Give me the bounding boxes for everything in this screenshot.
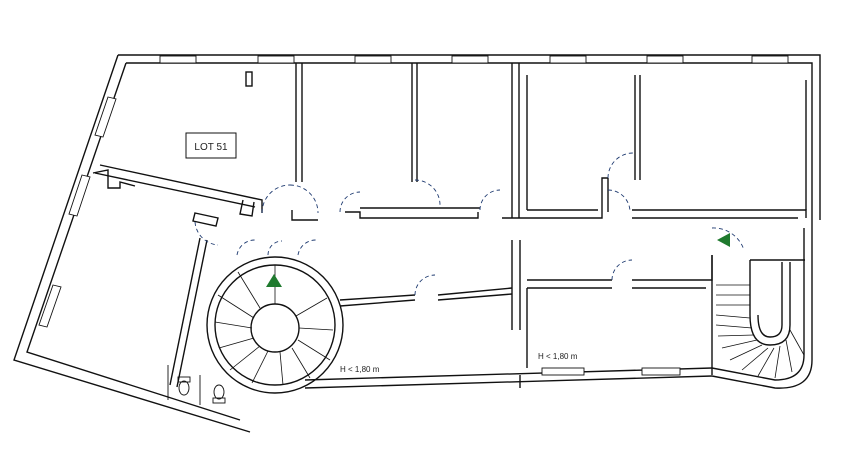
windows [38, 55, 789, 376]
toilet-icon [177, 376, 191, 396]
lot-label-box [185, 132, 237, 159]
interior-walls [92, 63, 807, 388]
wc-fixtures [167, 365, 226, 405]
lot-label: LOT 51 [194, 142, 228, 153]
door-swings [194, 152, 745, 296]
height-note-left: H < 1,80 m [340, 365, 380, 374]
spiral-staircase-right [715, 262, 805, 379]
entry-arrow-icon [717, 233, 730, 247]
entry-arrow-icon [266, 274, 282, 287]
toilet-icon [212, 384, 226, 404]
spiral-staircase-left [206, 256, 344, 394]
height-note-right: H < 1,80 m [538, 352, 578, 361]
